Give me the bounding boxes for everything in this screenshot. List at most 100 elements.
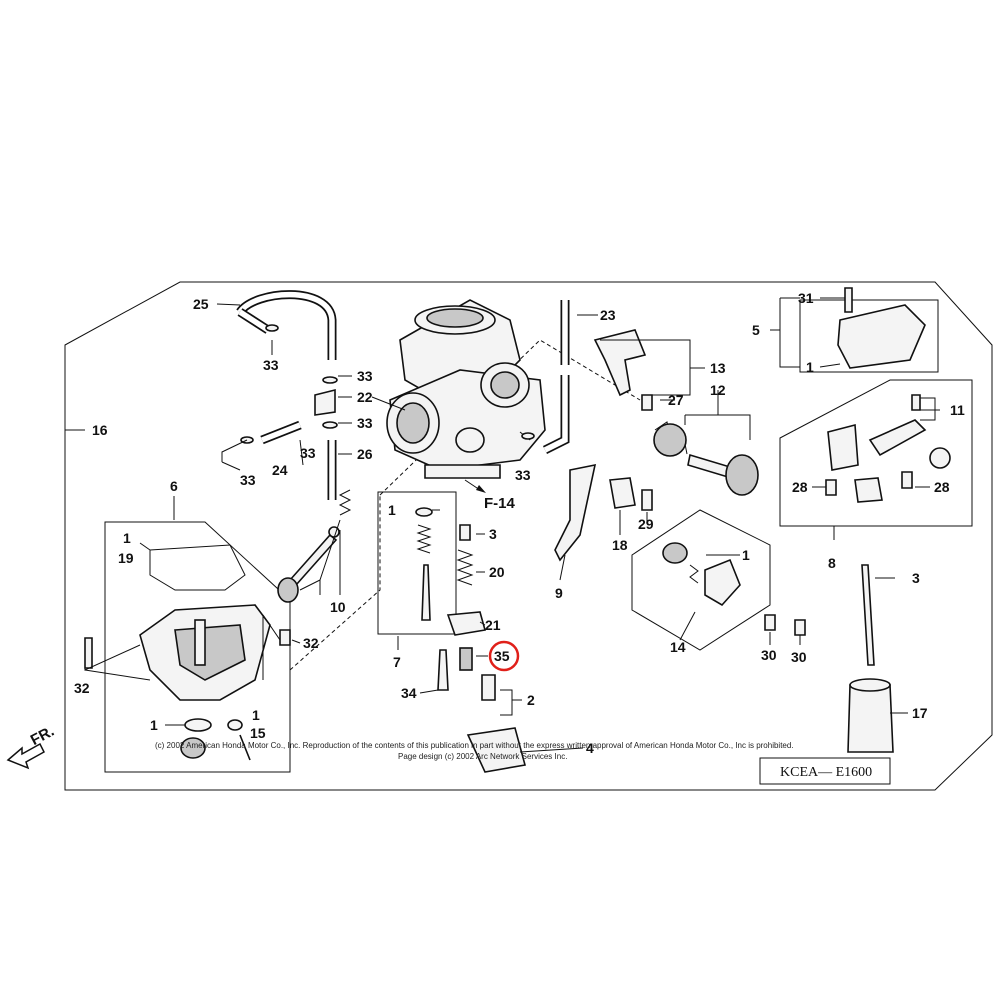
washer-1d [415,507,433,517]
needle-rod-3 [861,564,875,666]
callout-22: 22 [357,389,373,405]
callout-33: 33 [240,472,256,488]
callout-20: 20 [489,564,505,580]
part-code-box [759,757,891,785]
screw-3a [459,524,471,541]
callout-27: 27 [668,392,684,408]
top-cover-5 [837,304,926,369]
clip-8c [854,477,883,503]
callout-12: 12 [710,382,726,398]
screw-31 [844,287,853,313]
callout-24: 24 [272,462,288,478]
clip-33c [322,421,338,429]
screw-30b [794,619,806,636]
callout-33: 33 [263,357,279,373]
callout-17: 17 [912,705,928,721]
callout-33: 33 [357,415,373,431]
float-4 [466,727,527,773]
f14-arrowhead [476,485,486,493]
callout-1: 1 [252,707,260,723]
callout-15: 15 [250,725,266,741]
copyright-line-2: Page design (c) 2002 Arc Network Service… [398,752,567,761]
subframe-8 [779,379,973,527]
callout-34: 34 [401,685,417,701]
callout-1: 1 [150,717,158,733]
callout-33: 33 [515,467,531,483]
body-dashed-region [289,339,641,671]
leader-lines [65,297,940,753]
screw-32a [84,637,93,669]
front-label: FR. [28,723,57,749]
diaphragm-14a [662,542,688,564]
throttle-bracket-13 [593,329,647,397]
screw-32b [279,629,291,646]
spring-20 [456,549,474,586]
drain-plug [180,737,206,759]
callout-1: 1 [388,502,396,518]
callout-25: 25 [193,296,209,312]
callout-33: 33 [357,368,373,384]
screw-10b [288,533,338,587]
callout-8: 8 [828,555,836,571]
callout-9: 9 [555,585,563,601]
screw-11 [911,394,921,411]
front-arrow: FR. [6,723,57,770]
pulley-12a [653,423,687,457]
tube-17 [847,684,894,753]
callout-3: 3 [489,526,497,542]
bracket-18 [609,477,636,509]
callout-16: 16 [92,422,108,438]
spring-10a [338,489,352,516]
callout-28: 28 [792,479,808,495]
outer-frame [64,281,993,791]
section-ref-label: F-14 [484,495,516,512]
callout-1: 1 [806,359,814,375]
bolt-29 [641,489,653,511]
gasket-19 [149,544,246,591]
jet-needle [421,564,431,621]
callout-23: 23 [600,307,616,323]
callout-35: 35 [494,648,510,664]
clip-33f [521,432,535,440]
lever-9 [554,463,597,562]
callout-7: 7 [393,654,401,670]
callout-6: 6 [170,478,178,494]
subframe-5 [799,299,939,373]
callout-1: 1 [742,547,750,563]
subframe-6 [104,521,291,773]
bolt-27 [641,394,653,411]
callout-30: 30 [791,649,807,665]
main-jet-35 [459,647,473,671]
callout-14: 14 [670,639,686,655]
link-8a [827,423,859,471]
callout-10: 10 [330,599,346,615]
callout-5: 5 [752,322,760,338]
callout-18: 18 [612,537,628,553]
callout-30: 30 [761,647,777,663]
needle-holder-21 [446,611,487,636]
callout-labels: 25 33 33 22 33 16 24 33 33 26 6 1 19 32 … [74,290,965,756]
arm-8b [868,419,927,457]
callout-11: 11 [950,402,965,418]
subframe-14 [631,509,771,651]
callout-2: 2 [527,692,535,708]
float-valve-2 [481,674,496,701]
callout-31: 31 [798,290,814,306]
washer-1c [227,719,243,731]
bolt-28a [825,479,837,496]
screw-15 [239,734,251,761]
bolt-28b [901,471,913,489]
callout-26: 26 [357,446,373,462]
oring-1b [184,718,212,732]
adjust-screw-knob [277,577,299,603]
callout-35-highlight-ring [488,640,520,672]
clip-33a [322,376,338,384]
subframe-7 [377,491,457,635]
callout-28: 28 [934,479,950,495]
diagram-reference-code: KCEA— E1600 [780,765,872,780]
callout-13: 13 [710,360,726,376]
copyright-line-1: (c) 2002 American Honda Motor Co., Inc. … [155,741,794,750]
callout-4: 4 [586,740,594,756]
